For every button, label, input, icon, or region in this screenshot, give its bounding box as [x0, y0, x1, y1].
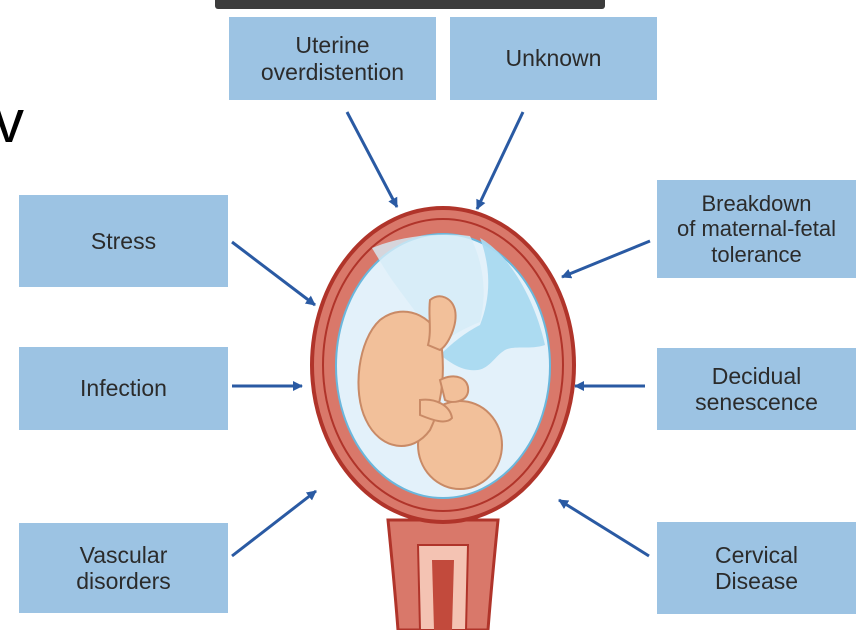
box-decidual: Decidual senescence [657, 348, 856, 430]
arrow-cervical [559, 500, 649, 556]
box-uterine-overdistention: Uterine overdistention [229, 17, 436, 100]
arrow-stress [232, 242, 315, 305]
box-stress: Stress [19, 195, 228, 287]
box-maternal-fetal: Breakdown of maternal-fetal tolerance [657, 180, 856, 278]
box-unknown: Unknown [450, 17, 657, 100]
arrow-uterine-overdistention [347, 112, 397, 207]
arrow-unknown [477, 112, 523, 209]
box-cervical: Cervical Disease [657, 522, 856, 614]
arrow-vascular [232, 491, 316, 556]
arrow-maternal-fetal [562, 241, 650, 277]
box-vascular: Vascular disorders [19, 523, 228, 613]
cervix [388, 520, 498, 630]
box-infection: Infection [19, 347, 228, 430]
